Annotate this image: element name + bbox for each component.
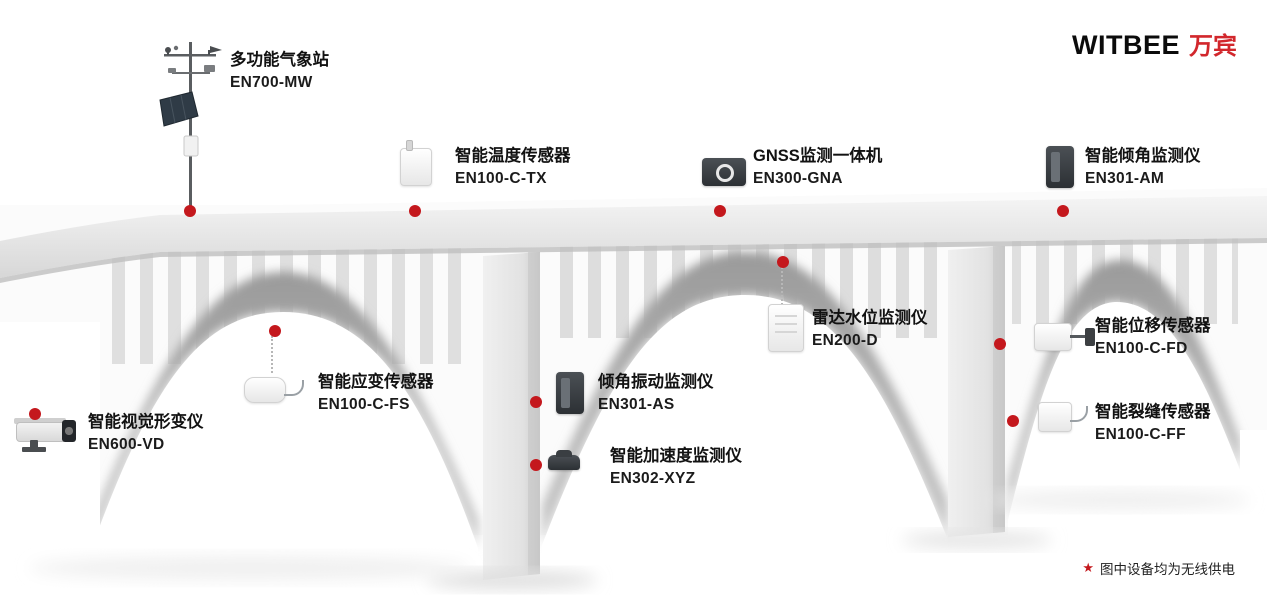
device-name: 智能裂缝传感器: [1095, 403, 1211, 421]
device-label-en302-xyz: 智能加速度监测仪 EN302-XYZ: [610, 446, 742, 489]
device-name: 雷达水位监测仪: [812, 309, 928, 327]
marker-dot-en301-am: [1057, 205, 1069, 217]
device-model: EN302-XYZ: [610, 469, 696, 487]
marker-dot-en100-c-fs: [269, 325, 281, 337]
device-name: 智能温度传感器: [455, 147, 571, 165]
gnss-device-icon: [702, 158, 746, 186]
device-model: EN301-AM: [1085, 169, 1165, 187]
device-name: 智能加速度监测仪: [610, 447, 742, 465]
radar-level-icon: [768, 304, 804, 352]
marker-dot-en200-d: [777, 256, 789, 268]
device-label-en100-c-fs: 智能应变传感器 EN100-C-FS: [318, 372, 434, 415]
temperature-sensor-icon: [400, 140, 432, 186]
marker-dot-en300-gna: [714, 205, 726, 217]
marker-dot-en100-c-ff: [1007, 415, 1019, 427]
strain-sensor-icon: [244, 374, 306, 406]
weather-station-icon: [159, 42, 222, 212]
device-model: EN300-GNA: [753, 169, 843, 187]
device-label-en100-c-ff: 智能裂缝传感器 EN100-C-FF: [1095, 402, 1211, 445]
brand-logo-en: WITBEE: [1072, 30, 1180, 60]
accelerometer-icon: [548, 450, 582, 474]
device-model: EN301-AS: [598, 395, 675, 413]
marker-dot-en302-xyz: [530, 459, 542, 471]
device-name: 智能应变传感器: [318, 373, 434, 391]
device-model: EN700-MW: [230, 73, 313, 91]
device-model: EN100-C-FS: [318, 395, 410, 413]
connector-en200-d: [781, 267, 783, 305]
marker-dot-en600-vd: [29, 408, 41, 420]
star-icon: ★: [1082, 560, 1094, 575]
device-label-en200-d: 雷达水位监测仪 EN200-D: [812, 308, 928, 351]
device-label-en600-vd: 智能视觉形变仪 EN600-VD: [88, 412, 204, 455]
displacement-sensor-icon: [1034, 320, 1098, 352]
device-label-en700-mw: 多功能气象站 EN700-MW: [230, 50, 329, 93]
tilt-monitor-am-icon: [1046, 146, 1074, 188]
marker-dot-en100-c-fd: [994, 338, 1006, 350]
device-name: 倾角振动监测仪: [598, 373, 714, 391]
device-model: EN100-C-FD: [1095, 339, 1188, 357]
marker-dot-en301-as: [530, 396, 542, 408]
device-label-en100-c-tx: 智能温度传感器 EN100-C-TX: [455, 146, 571, 189]
marker-dot-en100-c-tx: [409, 205, 421, 217]
device-name: GNSS监测一体机: [753, 147, 883, 165]
device-model: EN200-D: [812, 331, 878, 349]
device-model: EN100-C-TX: [455, 169, 547, 187]
device-name: 智能视觉形变仪: [88, 413, 204, 431]
tilt-vibration-as-icon: [556, 372, 584, 414]
device-label-en301-as: 倾角振动监测仪 EN301-AS: [598, 372, 714, 415]
marker-dot-en700-mw: [184, 205, 196, 217]
wireless-power-note-text: 图中设备均为无线供电: [1100, 562, 1235, 577]
device-name: 多功能气象站: [230, 51, 329, 69]
device-label-en100-c-fd: 智能位移传感器 EN100-C-FD: [1095, 316, 1211, 359]
wireless-power-note: ★ 图中设备均为无线供电: [1082, 558, 1235, 578]
camera-icon: [14, 414, 86, 458]
device-label-en300-gna: GNSS监测一体机 EN300-GNA: [753, 146, 882, 189]
device-model: EN600-VD: [88, 435, 165, 453]
device-label-en301-am: 智能倾角监测仪 EN301-AM: [1085, 146, 1201, 189]
connector-en100-c-fs: [271, 336, 273, 373]
crack-sensor-icon: [1038, 402, 1094, 434]
device-name: 智能位移传感器: [1095, 317, 1211, 335]
device-model: EN100-C-FF: [1095, 425, 1186, 443]
brand-logo-cn: 万宾: [1189, 33, 1237, 60]
device-name: 智能倾角监测仪: [1085, 147, 1201, 165]
brand-logo: WITBEE 万宾: [1072, 26, 1237, 61]
